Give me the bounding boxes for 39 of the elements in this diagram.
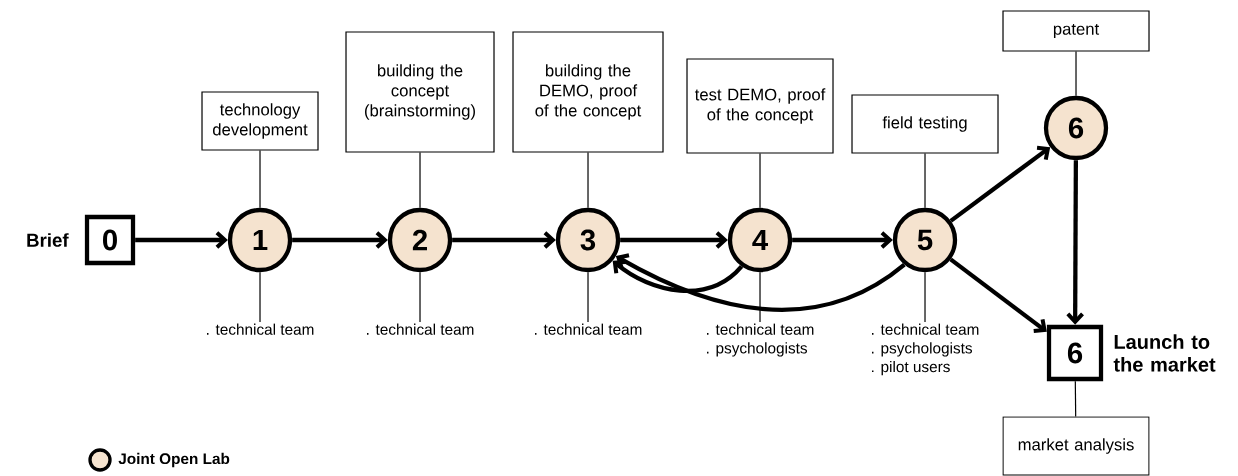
- team-list: . technical team: [207, 323, 314, 335]
- arrow: [949, 257, 1047, 334]
- beside-label: Launch to the market: [1113, 334, 1216, 372]
- connector-line: [419, 152, 421, 209]
- connector-line: [259, 150, 261, 209]
- arrow: [620, 231, 728, 249]
- team-list: . technical team . psychologists: [707, 323, 814, 357]
- step-square: 0: [84, 214, 136, 266]
- arrow: [612, 260, 744, 293]
- team-list: . technical team . psychologists . pilot users: [872, 323, 979, 376]
- connector-line: [419, 271, 421, 323]
- arrow: [292, 231, 388, 249]
- activity-box: field testing: [851, 94, 999, 154]
- step-square: 6: [1046, 324, 1104, 382]
- connector-line: [1074, 380, 1077, 417]
- connector-line: [587, 271, 589, 323]
- arrow: [452, 231, 556, 249]
- activity-box: market analysis: [1002, 416, 1150, 476]
- connector-line: [924, 271, 926, 323]
- arrow: [792, 231, 893, 249]
- activity-box: technology development: [201, 91, 319, 151]
- arrow: [1066, 160, 1084, 325]
- activity-box: building the DEMO, proof of the concept: [512, 31, 664, 153]
- activity-box: patent: [1002, 10, 1150, 52]
- connector-line: [924, 153, 926, 209]
- connector-line: [759, 153, 761, 209]
- connector-line: [759, 271, 761, 323]
- legend-label: Joint Open Lab: [118, 452, 230, 468]
- connector-line: [259, 271, 261, 323]
- arrow: [135, 231, 228, 249]
- team-list: . technical team: [535, 323, 642, 335]
- arrow: [615, 253, 906, 312]
- activity-box: building the concept (brainstorming): [345, 31, 495, 153]
- connector-line: [1075, 51, 1077, 97]
- arrow: [949, 145, 1051, 223]
- beside-label: Brief: [27, 233, 69, 247]
- connector-line: [587, 152, 589, 209]
- activity-box: test DEMO, proof of the concept: [686, 58, 834, 154]
- team-list: . technical team: [367, 323, 474, 335]
